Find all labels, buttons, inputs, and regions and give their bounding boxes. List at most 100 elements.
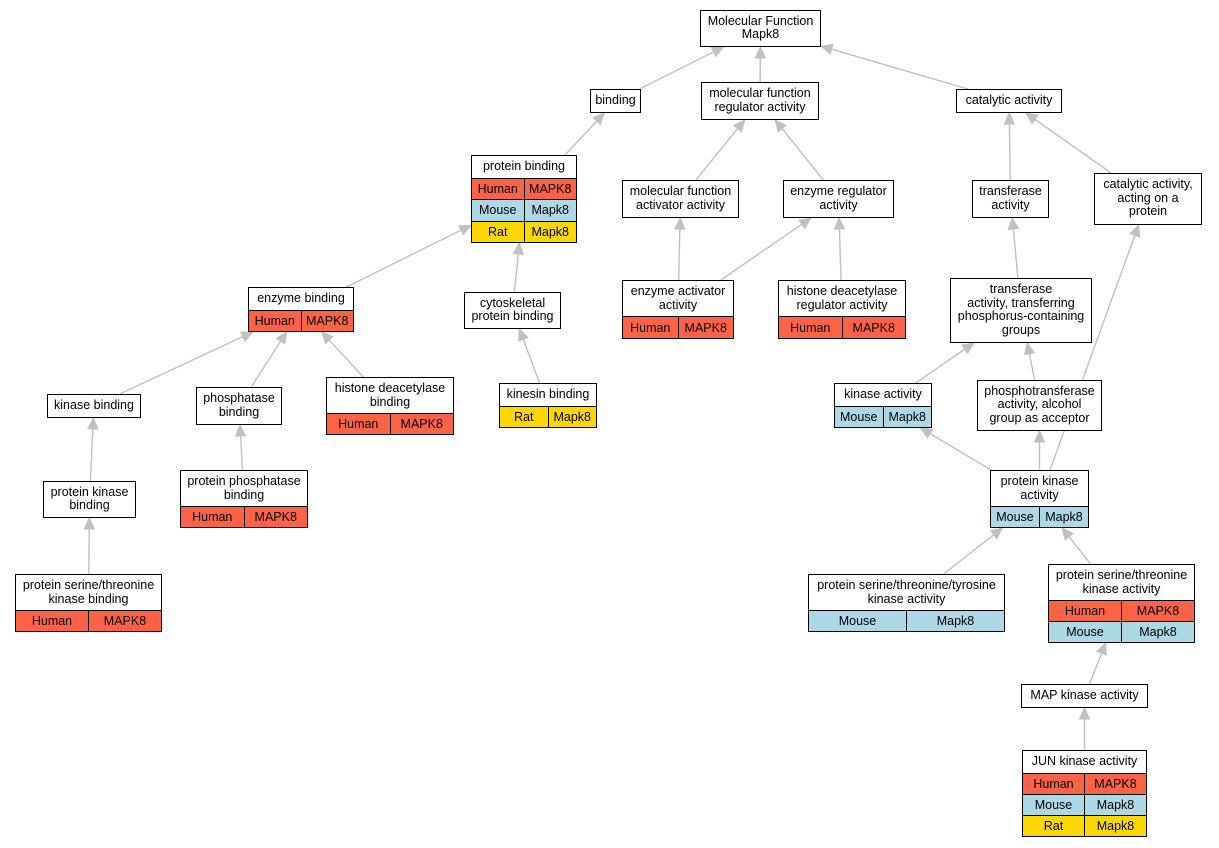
arrowhead-catalytic xyxy=(1025,112,1039,125)
node-label: protein binding xyxy=(482,159,565,173)
node-label: MAP kinase activity xyxy=(1030,687,1139,702)
species-name: Mouse xyxy=(839,409,878,424)
gene-symbol: Mapk8 xyxy=(523,200,577,221)
gene-symbol: MAPK8 xyxy=(1084,773,1146,794)
node-label: enzyme regulator activity xyxy=(790,184,887,212)
species-name: Human xyxy=(192,510,233,524)
node-label: phosphatase binding xyxy=(203,391,275,419)
node-label: catalytic activity, acting on a protein xyxy=(1103,177,1193,219)
node-kinase-binding[interactable]: kinase binding xyxy=(47,394,141,418)
node-protein-serine-threonine-kinase-activity[interactable]: protein serine/threonine kinase activity… xyxy=(1048,564,1195,643)
gene-symbol: Mapk8 xyxy=(1039,507,1088,527)
species-row-human: Human MAPK8 xyxy=(181,506,307,527)
node-transferase-activity-transferring-phosphorus-containing-groups[interactable]: transferase activity, transferring phosp… xyxy=(950,278,1092,343)
node-label: kinase binding xyxy=(54,397,134,412)
gene-symbol: MAPK8 xyxy=(88,611,161,631)
node-catalytic-activity-acting-on-a-protein[interactable]: catalytic activity, acting on a protein xyxy=(1094,173,1202,225)
node-label: molecular function activator activity xyxy=(629,184,732,212)
arrowhead-protein_binding xyxy=(458,224,473,236)
arrowhead-protein_binding xyxy=(512,241,525,256)
species-name: Human xyxy=(1064,604,1106,618)
node-protein-kinase-binding[interactable]: protein kinase binding xyxy=(43,481,136,518)
node-label: histone deacetylase regulator activity xyxy=(786,284,898,312)
edge-enzyme_binding-to-protein_binding xyxy=(346,229,462,288)
species-name: Human xyxy=(1033,776,1074,791)
node-enzyme-regulator-activity[interactable]: enzyme regulator activity xyxy=(783,180,894,218)
arrowhead-pk_binding xyxy=(83,516,95,530)
species-name: Human xyxy=(31,614,73,628)
node-protein-serine-threonine-tyrosine-kinase-activity[interactable]: protein serine/threonine/tyrosine kinase… xyxy=(808,574,1005,632)
node-label: binding xyxy=(595,92,636,107)
node-cytoskeletal-protein-binding[interactable]: cytoskeletal protein binding xyxy=(464,292,561,329)
node-molecular-function-regulator-activity[interactable]: molecular function regulator activity xyxy=(701,82,819,120)
edge-protein_binding-to-binding xyxy=(564,120,598,156)
gene-symbol: Mapk8 xyxy=(1121,622,1194,642)
arrowhead-pst_kinase_activity xyxy=(1096,641,1107,656)
node-catalytic-activity[interactable]: catalytic activity xyxy=(956,89,1062,113)
gene-symbol: Mapk8 xyxy=(1084,794,1146,815)
edge-mfaa-to-mfra xyxy=(695,128,739,181)
gene-symbol: MAPK8 xyxy=(389,414,454,434)
arrowhead-enzyme_reg xyxy=(833,216,846,230)
gene-symbol: Mapk8 xyxy=(547,406,597,427)
node-phosphotransferase-activity-alcohol-group-as-acceptor[interactable]: phosphotransferase activity, alcohol gro… xyxy=(977,380,1102,431)
edge-transferase-to-catalytic xyxy=(1008,123,1011,181)
edge-kinase_binding-to-enzyme_binding xyxy=(119,336,244,395)
node-label: histone deacetylase binding xyxy=(334,381,446,409)
species-name: Rat xyxy=(514,409,534,424)
node-label: molecular function regulator activity xyxy=(709,86,811,114)
gene-symbol: MAPK8 xyxy=(243,507,308,527)
node-molecular-function-activator-activity[interactable]: molecular function activator activity xyxy=(622,180,739,218)
node-molecular-function[interactable]: Molecular Function Mapk8 xyxy=(700,10,821,47)
edge-transferase_p-to-transferase xyxy=(1012,228,1019,279)
edge-map_kinase-to-pst_kinase_activity xyxy=(1088,652,1103,685)
arrowhead-mf xyxy=(819,43,834,55)
edge-kinesin_binding-to-cytoskeletal xyxy=(522,339,541,384)
node-label: enzyme activator activity xyxy=(630,284,726,312)
edge-cat_protein-to-catalytic xyxy=(1034,118,1112,174)
species-name: Rat xyxy=(488,224,508,239)
arrowhead-phosphotransferase xyxy=(1033,429,1046,443)
edge-cytoskeletal-to-protein_binding xyxy=(513,253,520,293)
node-map-kinase-activity[interactable]: MAP kinase activity xyxy=(1021,684,1148,708)
edge-enzyme_act-to-mfaa xyxy=(677,228,681,281)
arrowhead-phosphatase_binding xyxy=(234,423,247,437)
node-label: Molecular Function Mapk8 xyxy=(707,13,814,41)
arrowhead-mfra xyxy=(774,119,787,133)
arrowhead-mfaa xyxy=(674,216,686,230)
species-name: Mouse xyxy=(478,203,517,218)
edge-catalytic-to-mf xyxy=(831,48,969,90)
node-transferase-activity[interactable]: transferase activity xyxy=(972,180,1049,218)
arrowhead-enzyme_binding xyxy=(275,330,288,345)
species-name: Human xyxy=(254,313,295,328)
node-phosphatase-binding[interactable]: phosphatase binding xyxy=(196,387,282,425)
arrowhead-enzyme_binding xyxy=(320,331,334,345)
gene-symbol: MAPK8 xyxy=(523,178,577,199)
arrowhead-pk_activity xyxy=(989,527,1004,540)
node-label: protein serine/threonine/tyrosine kinase… xyxy=(817,578,996,606)
species-name: Human xyxy=(790,320,831,335)
species-row-human: Human MAPK8 xyxy=(16,610,161,631)
node-label: enzyme binding xyxy=(257,291,345,305)
node-label: phosphotransferase activity, alcohol gro… xyxy=(984,383,1095,425)
edge-pk_activity-to-cat_protein xyxy=(1049,235,1136,471)
edge-phosphatase_binding-to-enzyme_binding xyxy=(250,340,282,388)
node-binding[interactable]: binding xyxy=(590,89,641,113)
edge-kinase_activity-to-transferase_p xyxy=(915,348,966,384)
